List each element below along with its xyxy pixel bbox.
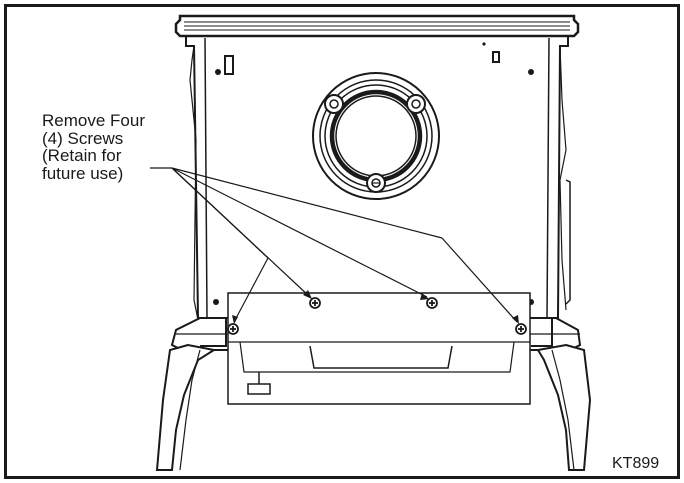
heat-shield-panel: [227, 292, 531, 405]
bolt-icon: [213, 299, 219, 305]
callout-line: (4) Screws: [42, 128, 124, 148]
right-side-edge: [546, 37, 550, 319]
screw-icon: [309, 297, 321, 309]
diagram-frame: [4, 4, 680, 479]
screw-icon: [426, 297, 438, 309]
callout-line: (Retain for: [42, 146, 122, 165]
left-profile: [189, 45, 199, 321]
latch-left-icon: [224, 55, 234, 75]
bolt-icon: [528, 69, 534, 75]
stove-leg-icon: [155, 343, 592, 471]
flue-collar-icon: [312, 72, 440, 200]
left-side-edge: [204, 37, 208, 319]
bolt-icon: [215, 69, 221, 75]
stove-top-cap: [174, 14, 580, 38]
figure-id: KT899: [612, 455, 660, 472]
callout-remove-screws: Remove Four (4) Screws (Retain for futur…: [42, 112, 182, 182]
callout-line: future use): [42, 163, 124, 183]
screw-icon: [515, 323, 527, 335]
leader-lines: [150, 167, 518, 323]
arrowheads: [232, 290, 519, 324]
screw-icon: [227, 323, 239, 335]
callout-line: Remove Four: [42, 111, 145, 130]
latch-right-icon: [492, 51, 500, 63]
right-profile: [559, 45, 567, 311]
